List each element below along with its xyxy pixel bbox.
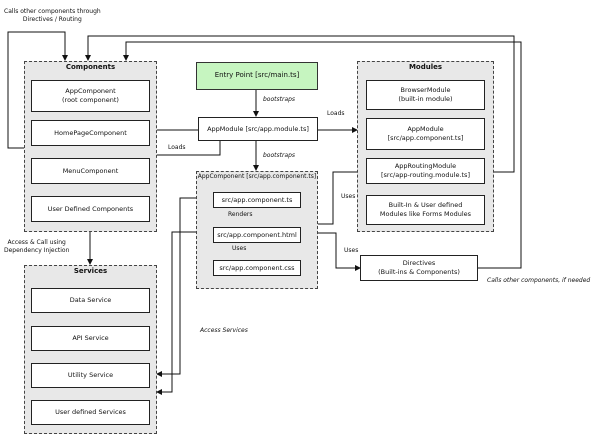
app-component-css-box: src/app.component.css	[213, 260, 301, 276]
app-component-html-box: src/app.component.html	[213, 227, 301, 243]
module-line2: [src/app-routing.module.ts]	[381, 171, 470, 179]
arrow-components-loop	[7, 31, 68, 149]
label-calls-if-needed: Calls other components, if needed	[487, 277, 591, 284]
app-component-ts-box: src/app.component.ts	[213, 192, 301, 208]
module-line1: AppModule	[407, 125, 444, 134]
component-box-menu: MenuComponent	[31, 158, 150, 184]
component-line2: (root component)	[62, 96, 119, 104]
service-box-utility: Utility Service	[31, 363, 150, 388]
arrow-loads-left	[157, 141, 221, 156]
label-bootstraps-appcomponent: bootstraps	[263, 152, 296, 159]
label-access-services: Access Services	[200, 327, 248, 334]
component-box-app: AppComponent (root component)	[31, 80, 150, 112]
service-label: Utility Service	[67, 371, 114, 380]
component-line1: User Defined Components	[47, 204, 134, 213]
appmodule-box: AppModule [src/app.module.ts]	[198, 117, 318, 141]
label-calls-through-routing: Calls other components through Directive…	[4, 8, 101, 24]
module-box-appmodule: AppModule [src/app.component.ts]	[366, 118, 485, 150]
service-box-api: API Service	[31, 326, 150, 351]
service-label: API Service	[72, 334, 109, 343]
services-group: Services Data Service API Service Utilit…	[24, 265, 157, 434]
directives-line1: Directives	[402, 259, 436, 268]
service-label: User defined Services	[55, 408, 126, 417]
directives-box: Directives (Built-ins & Components)	[360, 255, 478, 281]
module-line1: BrowserModule	[400, 86, 451, 95]
component-box-user-defined: User Defined Components	[31, 196, 150, 222]
module-line1: Built-In & User defined	[388, 201, 463, 210]
modules-group: Modules BrowserModule (built-in module) …	[357, 61, 494, 232]
components-title: Components	[65, 63, 116, 71]
label-renders: Renders	[228, 211, 253, 218]
module-line2: [src/app.component.ts]	[387, 134, 464, 142]
appcomponent-title: AppComponent [src/app.component.ts]	[197, 173, 317, 180]
label-uses-directives: Uses	[344, 247, 359, 254]
module-box-builtin-user: Built-In & User defined Modules like For…	[366, 195, 485, 225]
app-component-html-label: src/app.component.html	[217, 230, 297, 239]
service-box-user-defined: User defined Services	[31, 400, 150, 425]
module-box-browser: BrowserModule (built-in module)	[366, 80, 485, 110]
component-line1: AppComponent	[65, 87, 116, 96]
directives-line2: (Built-ins & Components)	[378, 268, 460, 276]
app-component-ts-label: src/app.component.ts	[221, 195, 293, 204]
app-component-css-label: src/app.component.css	[219, 263, 295, 272]
arrow-appcomp-to-services	[156, 231, 196, 395]
label-uses-routing: Uses	[341, 193, 356, 200]
modules-title: Modules	[408, 63, 443, 71]
service-label: Data Service	[69, 296, 112, 305]
module-line2: (built-in module)	[398, 95, 453, 103]
module-box-routing: AppRoutingModule [src/app-routing.module…	[366, 158, 485, 184]
entry-point-box: Entry Point [src/main.ts]	[196, 62, 318, 90]
label-line: Access & Call using	[7, 239, 66, 246]
label-uses-css: Uses	[232, 245, 247, 252]
appmodule-label: AppModule [src/app.module.ts]	[207, 124, 309, 133]
components-group: Components AppComponent (root component)…	[24, 61, 157, 232]
label-line: Dependency Injection	[4, 246, 70, 254]
label-bootstraps-main: bootstraps	[263, 96, 296, 103]
arrow-directives-loop	[123, 41, 522, 269]
module-line1: AppRoutingModule	[394, 162, 457, 171]
appcomponent-group: AppComponent [src/app.component.ts] src/…	[196, 171, 318, 289]
component-box-homepage: HomePageComponent	[31, 120, 150, 146]
label-loads-components: Loads	[168, 144, 186, 151]
entry-point-label: Entry Point [src/main.ts]	[214, 71, 300, 80]
module-line2: Modules like Forms Modules	[379, 210, 472, 218]
service-box-data: Data Service	[31, 288, 150, 313]
component-line1: HomePageComponent	[54, 128, 127, 137]
services-title: Services	[73, 267, 108, 275]
arrow-routing-loop	[85, 35, 515, 173]
label-line: Calls other components through	[4, 8, 101, 15]
arrow-html-to-directives	[300, 232, 361, 271]
label-line: Directives / Routing	[22, 15, 82, 23]
component-line1: MenuComponent	[62, 166, 119, 175]
label-loads-modules: Loads	[327, 110, 345, 117]
label-access-call-di: Access & Call using Dependency Injection	[4, 239, 69, 255]
